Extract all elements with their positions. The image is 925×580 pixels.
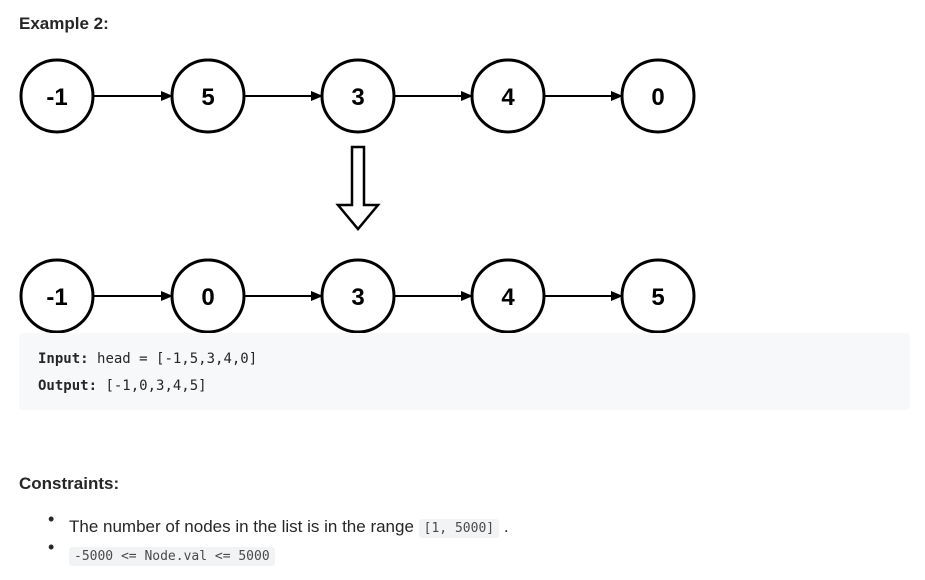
node-value: 4 <box>501 84 515 111</box>
node-value: 3 <box>351 284 364 311</box>
list-node <box>470 58 546 134</box>
node-value: -1 <box>46 84 67 111</box>
linked-list-diagram: -1 5 3 4 0 -1 0 3 4 5 <box>19 58 696 334</box>
input-label: Input: <box>38 351 89 367</box>
input-value: head = [-1,5,3,4,0] <box>97 351 258 367</box>
node-value: 5 <box>651 284 664 311</box>
bullet-icon: • <box>48 537 55 557</box>
node-value: -1 <box>46 284 67 311</box>
constraint-text: The number of nodes in the list is in th… <box>69 517 419 536</box>
list-before: -1 5 3 4 0 <box>19 58 696 134</box>
example-code-block: Input: head = [-1,5,3,4,0] Output: [-1,0… <box>19 333 910 410</box>
output-label: Output: <box>38 378 98 394</box>
list-node <box>19 258 95 334</box>
constraints-title: Constraints: <box>19 474 120 493</box>
list-node <box>320 58 396 134</box>
input-line: Input: head = [-1,5,3,4,0] <box>38 351 257 367</box>
list-node <box>620 258 696 334</box>
constraints-list: • The number of nodes in the list is in … <box>0 506 925 566</box>
list-node <box>470 258 546 334</box>
example-heading: Example 2: <box>19 14 109 33</box>
constraint-end: . <box>503 517 509 536</box>
node-value: 5 <box>201 84 214 111</box>
constraint-code: [1, 5000] <box>418 519 500 538</box>
list-node <box>170 258 246 334</box>
node-value: 0 <box>201 284 214 311</box>
node-value: 3 <box>351 84 364 111</box>
node-value: 0 <box>651 84 664 111</box>
list-node <box>170 58 246 134</box>
constraint-item: • -5000 <= Node.val <= 5000 <box>0 534 925 566</box>
constraint-item: • The number of nodes in the list is in … <box>0 506 925 538</box>
output-value: [-1,0,3,4,5] <box>105 378 207 394</box>
bullet-icon: • <box>48 509 55 529</box>
list-node <box>19 58 95 134</box>
constraint-code: -5000 <= Node.val <= 5000 <box>69 547 275 566</box>
node-value: 4 <box>501 284 515 311</box>
transform-arrow-icon <box>335 145 381 231</box>
output-line: Output: [-1,0,3,4,5] <box>38 378 207 394</box>
list-after: -1 0 3 4 5 <box>19 258 696 334</box>
list-node <box>620 58 696 134</box>
list-node <box>320 258 396 334</box>
